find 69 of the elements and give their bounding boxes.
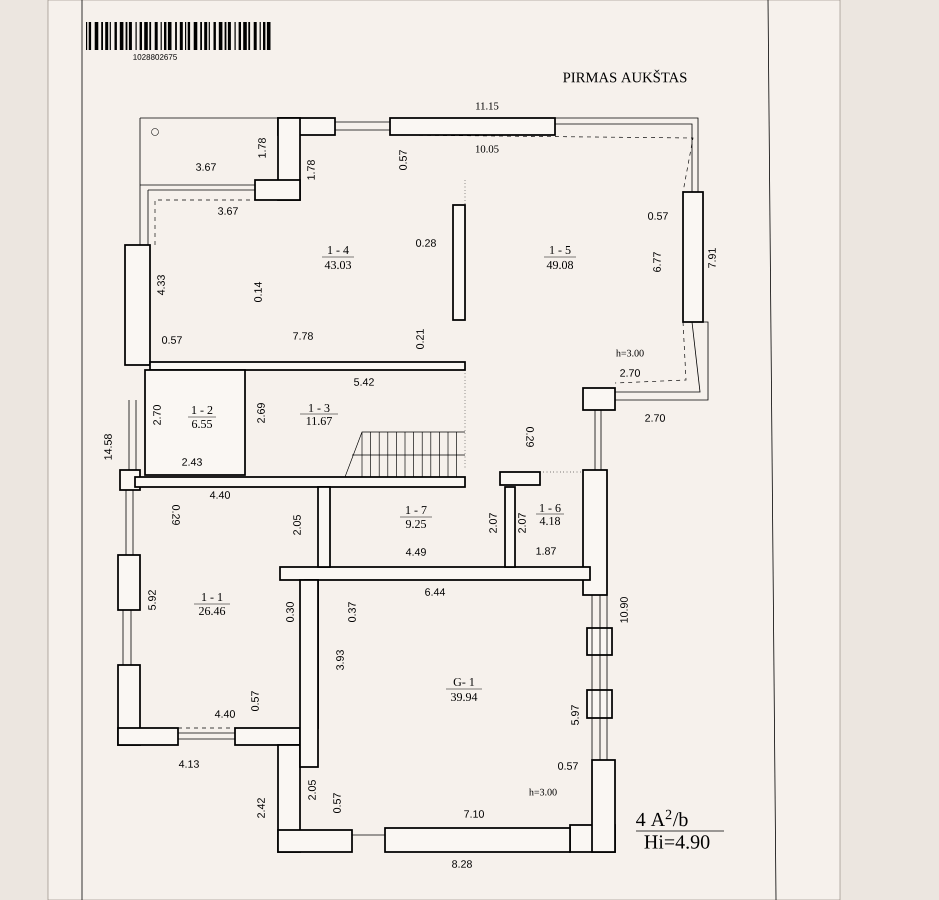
dimension-label: 2.07: [489, 513, 497, 533]
room-area: 26.46: [199, 606, 226, 616]
room-area: 6.55: [192, 420, 212, 428]
dimension-label: 2.70: [153, 405, 161, 425]
ceiling-height-label: h=3.00: [616, 349, 644, 357]
dimension-label: 0.29: [172, 505, 180, 525]
dimension-label: 0.57: [648, 212, 668, 220]
dimension-label: 1.78: [307, 160, 315, 180]
dimension-label: 2.42: [257, 798, 265, 818]
dimension-label: 10.90: [620, 597, 628, 623]
dimension-label: 0.14: [254, 282, 262, 302]
dimension-label: 2.43: [182, 458, 202, 466]
dimension-label: 5.97: [571, 705, 579, 725]
room-area: 11.67: [306, 416, 332, 426]
room-number: 1 - 6: [540, 504, 561, 512]
dimension-label: 4.40: [210, 491, 230, 499]
title: PIRMAS AUKŠTAS: [563, 70, 686, 82]
dimension-label: 0.30: [286, 602, 294, 622]
dimension-label: 4.33: [157, 275, 165, 296]
room-number: G- 1: [454, 678, 474, 686]
dimension-label: 0.57: [251, 691, 259, 711]
dimension-label: 2.07: [518, 513, 526, 533]
dimension-label: 1.78: [258, 138, 266, 158]
dimension-label: 0.28: [416, 239, 436, 247]
room-number: 1 - 7: [406, 506, 427, 514]
room-area: 4.18: [540, 516, 560, 526]
room-number: 1 - 3: [309, 404, 330, 412]
dimension-label: 4.40: [214, 710, 235, 718]
dimension-label: 0.57: [162, 336, 182, 344]
dimension-label: 7.10: [464, 810, 484, 818]
dimension-label: 3.67: [218, 207, 238, 215]
dimension-label: 3.67: [196, 163, 216, 171]
dimension-label: 0.37: [348, 602, 356, 622]
dimension-label: 2.05: [293, 515, 301, 535]
dimension-label: 0.57: [333, 793, 341, 813]
dimension-label: 2.70: [620, 369, 640, 377]
dimension-label: 10.05: [476, 145, 499, 153]
building-code: 4 A$^{2}$/b: [636, 810, 688, 826]
dimension-label: 2.70: [645, 414, 665, 422]
dimension-label: 2.05: [308, 780, 316, 800]
dimension-label: 0.57: [399, 150, 407, 170]
dimension-label: 3.93: [336, 650, 344, 670]
ceiling-height-label: h=3.00: [529, 788, 557, 796]
room-number: 1 - 4: [328, 246, 349, 254]
building-height-label: Hi=4.90: [644, 835, 710, 849]
dimension-label: 2.69: [257, 403, 265, 423]
dimension-label: 0.57: [558, 762, 578, 770]
dimension-label: 0.29: [526, 427, 534, 447]
dimension-label: 8.28: [452, 860, 472, 868]
dimension-label: 14.58: [104, 434, 112, 460]
room-area: 43.03: [324, 260, 352, 270]
room-area: 9.25: [406, 520, 426, 528]
room-area: 49.08: [546, 260, 574, 270]
barcode-number: 1028802675: [133, 54, 177, 60]
dimension-label: 1.87: [536, 547, 556, 555]
dimension-label: 6.77: [653, 252, 661, 272]
dimension-label: 11.15: [476, 102, 498, 110]
dimension-label: 5.92: [148, 590, 156, 610]
dimension-label: 0.21: [416, 329, 424, 349]
dimension-label: 4.49: [406, 548, 426, 556]
room-number: 1 - 2: [192, 406, 212, 414]
dimension-label: 7.78: [293, 332, 313, 340]
dimension-label: 7.91: [708, 248, 716, 268]
dimension-label: 4.13: [178, 760, 199, 768]
dimension-label: 5.42: [354, 378, 374, 386]
room-area: 39.94: [451, 692, 478, 702]
dimension-label: 6.44: [425, 588, 446, 596]
room-number: 1 - 1: [202, 593, 222, 601]
room-number: 1 - 5: [550, 246, 571, 254]
